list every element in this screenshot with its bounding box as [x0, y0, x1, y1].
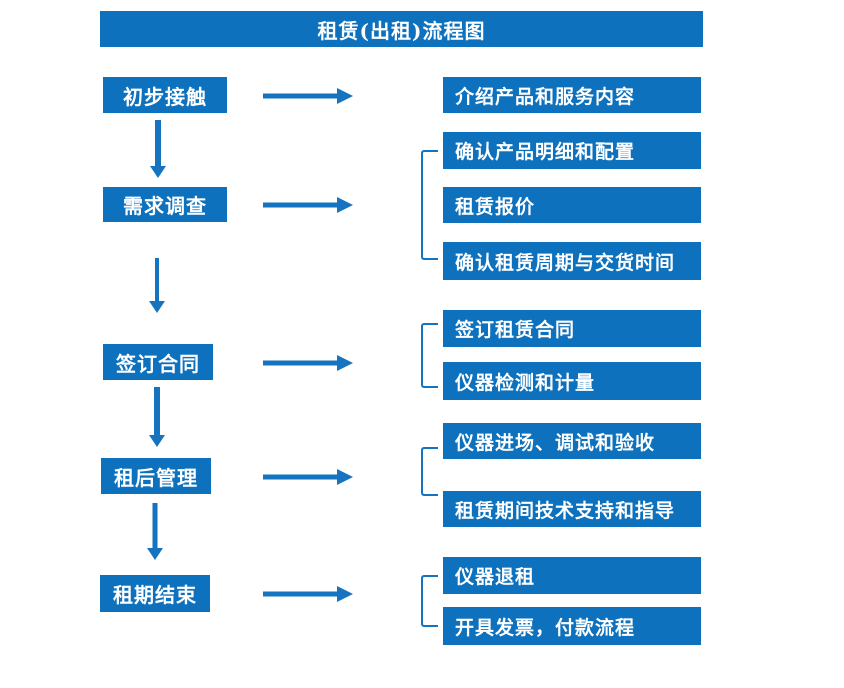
output-box-instrument-return: 仪器退租	[443, 557, 701, 594]
step-box-rental-end: 租期结束	[100, 575, 210, 612]
right-arrow-3	[263, 354, 353, 371]
output-box-rental-quotation: 租赁报价	[443, 187, 701, 223]
right-arrow-5	[263, 585, 353, 602]
output-box-confirm-rental-period: 确认租赁周期与交货时间	[443, 242, 701, 280]
output-box-confirm-product-details: 确认产品明细和配置	[443, 132, 701, 169]
diagram-title: 租赁(出租)流程图	[100, 11, 703, 47]
step-box-post-rental-management: 租后管理	[101, 458, 211, 494]
right-arrow-1	[263, 87, 353, 104]
down-arrow-4	[147, 503, 163, 560]
group-bracket-5	[421, 575, 438, 627]
output-box-instrument-setup-acceptance: 仪器进场、调试和验收	[443, 423, 701, 459]
right-arrow-2	[263, 196, 353, 213]
group-bracket-2	[421, 150, 438, 260]
down-arrow-3	[149, 387, 165, 447]
step-box-demand-survey: 需求调查	[103, 187, 227, 222]
step-box-initial-contact: 初步接触	[103, 77, 227, 113]
step-box-sign-contract: 签订合同	[103, 344, 213, 380]
output-box-technical-support: 租赁期间技术支持和指导	[443, 491, 701, 527]
output-box-instrument-testing: 仪器检测和计量	[443, 362, 701, 400]
down-arrow-1	[150, 120, 166, 178]
output-box-sign-rental-contract: 签订租赁合同	[443, 310, 701, 347]
group-bracket-3	[421, 323, 438, 388]
group-bracket-4	[421, 447, 438, 496]
right-arrow-4	[263, 468, 353, 485]
down-arrow-2	[149, 258, 165, 313]
output-box-invoice-payment: 开具发票，付款流程	[443, 607, 701, 645]
output-box-introduce-products: 介绍产品和服务内容	[443, 77, 701, 113]
